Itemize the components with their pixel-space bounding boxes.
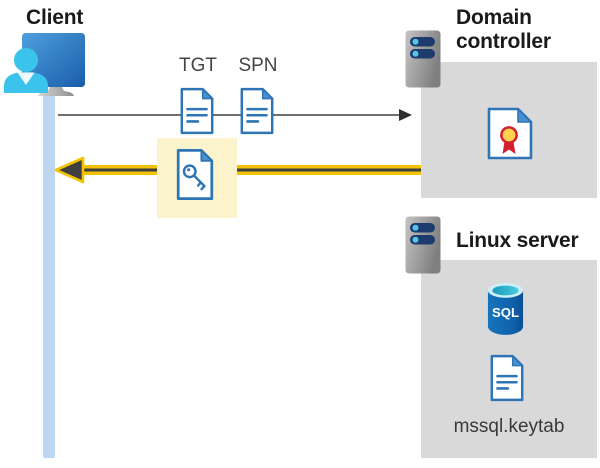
domain-controller-title: Domain controller bbox=[456, 6, 551, 54]
domain-controller-server-icon bbox=[405, 30, 441, 88]
key-glyph bbox=[182, 164, 206, 191]
monitor-stand bbox=[38, 87, 74, 96]
sql-badge-text: SQL bbox=[492, 305, 519, 320]
sql-database-icon: SQL bbox=[487, 283, 524, 335]
key-document-icon bbox=[176, 148, 214, 201]
certificate-icon bbox=[487, 107, 533, 160]
linux-server-title: Linux server bbox=[456, 229, 579, 252]
client-title: Client bbox=[26, 6, 84, 29]
keytab-label: mssql.keytab bbox=[453, 416, 565, 437]
tgt-label: TGT bbox=[179, 55, 217, 76]
response-arrow bbox=[54, 156, 421, 184]
spn-document-icon bbox=[240, 87, 274, 135]
linux-server-icon bbox=[405, 216, 441, 274]
client-workstation-icon bbox=[4, 33, 85, 96]
spn-label: SPN bbox=[238, 55, 278, 76]
request-arrow bbox=[58, 109, 412, 121]
user-icon bbox=[4, 48, 48, 93]
client-timeline-bar bbox=[43, 92, 55, 458]
keytab-document-icon bbox=[490, 354, 524, 402]
tgt-document-icon bbox=[180, 87, 214, 135]
